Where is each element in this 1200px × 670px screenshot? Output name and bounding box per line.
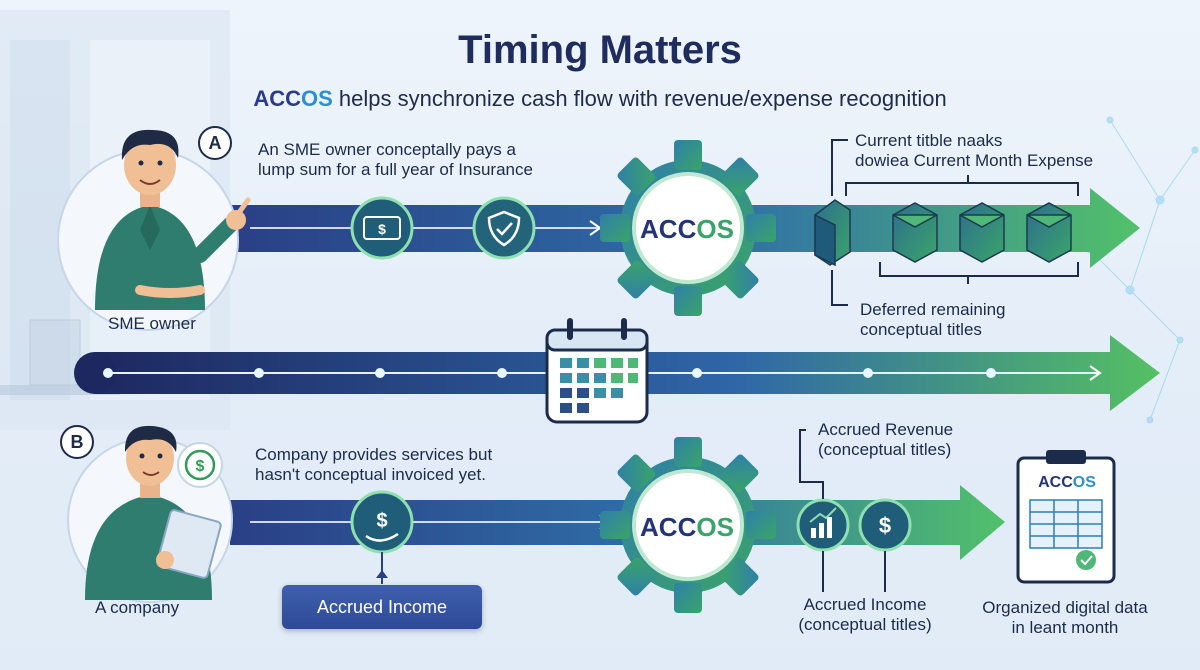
organized-data-note: Organized digital data in leant month [965, 598, 1165, 638]
accrued-revenue-line-1: Accrued Revenue [818, 420, 954, 439]
expense-note-line-1: Current titble naaks [855, 131, 1003, 150]
expense-blocks [814, 199, 1072, 267]
deferred-note-line-2: conceptual titles [860, 320, 982, 339]
deferred-block-2 [959, 202, 1005, 263]
scenario-a-description-line-2: lump sum for a full year of Insurance [258, 160, 533, 179]
subtitle-brand-part-1: ACC [253, 86, 301, 111]
scenario-b-badge: B [60, 425, 94, 459]
clipboard-icon [1016, 450, 1116, 584]
organized-line-2: in leant month [1011, 618, 1119, 637]
gear-b-brand-part-2: OS [696, 512, 734, 542]
accrued-revenue-line-2: (conceptual titles) [818, 440, 952, 459]
accrued-income-box: Accrued Income [282, 585, 482, 629]
company-label: A company [95, 598, 180, 617]
sme-owner-illustration [57, 129, 251, 331]
dollar-coin-icon: $ [858, 498, 912, 552]
accrued-income-line-1: Accrued Income [803, 595, 927, 614]
scenario-a-badge: A [198, 126, 232, 160]
scenario-b-description-line-1: Company provides services but [255, 445, 493, 464]
gear-a-brand-part-1: ACC [640, 214, 697, 244]
shield-check-icon [472, 196, 536, 260]
company-illustration [67, 425, 233, 603]
svg-text:$: $ [196, 458, 205, 475]
sme-owner-label: SME owner [108, 314, 196, 333]
accrued-income-note: Accrued Income (conceptual titles) [780, 595, 950, 635]
subtitle-brand-part-2: OS [300, 86, 333, 111]
calendar-icon [545, 318, 649, 424]
deferred-block-1 [892, 202, 938, 263]
gear-a-brand: ACCOS [627, 214, 747, 245]
scenario-b-description: Company provides services but hasn't con… [255, 445, 535, 485]
subtitle-text: helps synchronize cash flow with revenue… [332, 86, 947, 111]
note-brackets [831, 139, 1079, 306]
page-title: Timing Matters [458, 28, 742, 72]
svg-text:$: $ [376, 510, 387, 532]
desk-background [0, 319, 120, 395]
scenario-a-description-line-1: An SME owner conceptally pays a [258, 140, 516, 159]
deferred-note: Deferred remaining conceptual titles [860, 300, 1060, 340]
scenario-b-description-line-2: hasn't conceptual invoiced yet. [255, 465, 487, 484]
gear-b-icon [600, 437, 776, 613]
accrual-connectors [799, 429, 886, 592]
gear-b-brand: ACCOS [627, 512, 747, 543]
growth-chart-icon [796, 498, 850, 552]
clipboard-brand-part-2: OS [1072, 474, 1096, 491]
current-month-expense-note: Current titble naaks dowiea Current Mont… [855, 131, 1095, 171]
accrued-income-line-2: (conceptual titles) [798, 615, 932, 634]
current-month-block [814, 199, 851, 267]
gear-a-brand-part-2: OS [696, 214, 734, 244]
svg-text:$: $ [378, 221, 386, 237]
scenario-a-description: An SME owner conceptally pays a lump sum… [258, 140, 558, 180]
deferred-block-3 [1026, 202, 1072, 263]
gear-a-icon [600, 140, 776, 316]
accrued-revenue-note: Accrued Revenue (conceptual titles) [818, 420, 1018, 460]
deferred-note-line-1: Deferred remaining [860, 300, 1006, 319]
organized-line-1: Organized digital data [982, 598, 1148, 617]
cash-icon: $ [350, 196, 414, 260]
expense-note-line-2: dowiea Current Month Expense [855, 151, 1094, 170]
income-connector [376, 552, 388, 584]
clipboard-brand: ACCOS [1022, 474, 1112, 492]
dollar-cycle-icon: $ [177, 442, 223, 488]
dollar-hand-icon: $ [350, 490, 414, 554]
gear-b-brand-part-1: ACC [640, 512, 697, 542]
clipboard-brand-part-1: ACC [1038, 474, 1073, 491]
svg-text:$: $ [879, 513, 891, 538]
page-subtitle: ACCOS helps synchronize cash flow with r… [0, 86, 1200, 112]
